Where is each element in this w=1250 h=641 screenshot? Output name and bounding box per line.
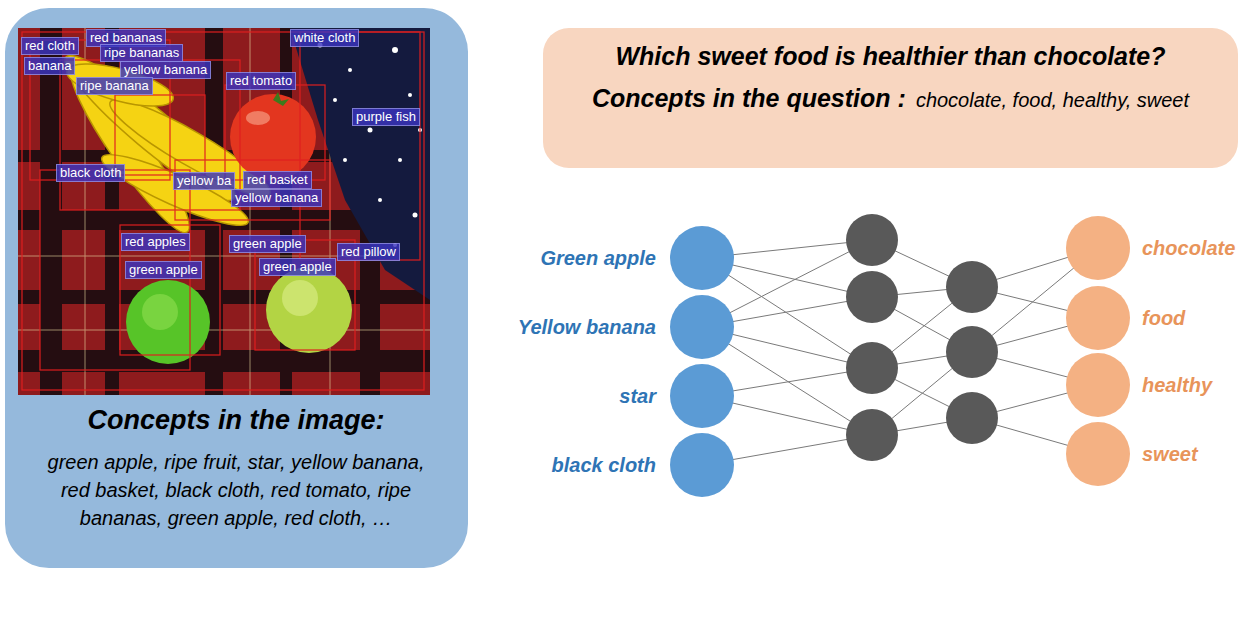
detection-label: ripe bananas [100,44,183,62]
illustration-rect [115,95,205,175]
detection-label: green apple [229,235,306,253]
detection-label: ripe banana [76,77,153,95]
image-concept-node: Green apple [670,226,734,290]
detection-label: red pillow [337,243,400,261]
detection-label: black cloth [56,164,125,182]
illustration-rect [22,32,424,390]
illustration-rect [18,290,430,304]
detection-label: banana [24,57,75,75]
concept-list: green apple, ripe fruit, star, yellow ba… [41,448,431,532]
illustration-rect [175,160,330,220]
question-concept-node: food [1066,286,1130,350]
illustration-g [18,28,430,395]
illustration-circle [408,93,412,97]
concept-label: food [1142,307,1185,330]
illustration-circle [378,198,382,202]
concept-label: Yellow banana [518,316,656,339]
illustration-circle [333,98,337,102]
question-concepts: Concepts in the question : chocolate, foo… [543,72,1238,130]
illustration-ellipse [246,111,270,125]
image-concept-node: Yellow banana [670,295,734,359]
concept-label: Green apple [540,247,656,270]
illustration-circle [392,47,398,53]
detection-label: red tomato [226,72,296,90]
concept-label: sweet [1142,443,1198,466]
concepts-heading: Concepts in the question : [592,84,906,112]
illustration-circle [846,342,898,394]
illustration-path [273,92,289,106]
illustration-circle [142,294,178,330]
illustration-circle [413,213,418,218]
question-panel: Which sweet food is healthier than choco… [543,28,1238,168]
illustration-circle [266,267,352,353]
question-text: Which sweet food is healthier than choco… [543,28,1238,72]
illustration-circle [846,214,898,266]
illustration-g [18,28,430,395]
detection-label: purple fish [352,108,420,126]
illustration-circle [946,326,998,378]
detection-label: white cloth [290,29,359,47]
concept-label: black cloth [552,454,656,477]
illustration-circle [368,128,373,133]
question-concept-node: healthy [1066,353,1130,417]
illustration-circle [230,94,316,180]
detection-label: yellow ba [173,172,235,190]
illustration-circle [398,158,402,162]
illustration-rect [18,350,430,372]
concept-list: chocolate, food, healthy, sweet [916,89,1189,111]
illustration-circle [343,158,347,162]
illustration-rect [300,32,420,260]
illustration-rect [18,28,430,395]
illustration-circle [946,392,998,444]
detection-label: yellow banana [231,189,322,207]
question-concept-node: chocolate [1066,216,1130,280]
detection-label: red apples [121,233,190,251]
illustration-line [18,330,430,331]
network-wires [702,240,1098,465]
concept-label: healthy [1142,374,1212,397]
concept-label: star [619,385,656,408]
question-concept-node: sweet [1066,422,1130,486]
image-concept-node: star [670,364,734,428]
detection-label: green apple [259,258,336,276]
illustration-circle [282,280,318,316]
illustration-circle [126,280,210,364]
illustration-g [18,28,430,395]
hidden-neurons [846,214,998,461]
detection-label: red cloth [21,37,79,55]
illustration-rect [120,225,220,355]
image-concept-node: black cloth [670,433,734,497]
detection-label: red basket [243,171,312,189]
illustration-circle [846,271,898,323]
concept-label: chocolate [1142,237,1235,260]
panel-heading: Concepts in the image: [16,404,456,436]
illustration-rect [60,60,240,210]
detection-label: green apple [125,261,202,279]
illustration-circle [946,261,998,313]
illustration-g [22,32,424,390]
illustration-circle [846,409,898,461]
illustration-circle [348,68,352,72]
illustration-g [318,43,423,248]
